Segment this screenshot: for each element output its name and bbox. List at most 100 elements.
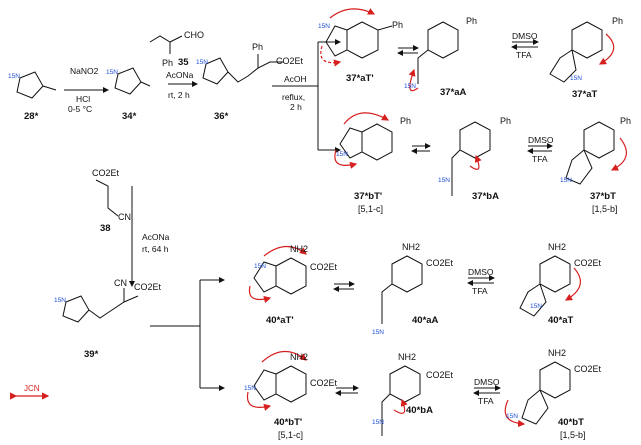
group-ph-36: Ph [252, 42, 264, 52]
label-40bA: 40*bA [406, 405, 433, 416]
isotope-marker-40bT: 15N [506, 413, 518, 420]
label-28: 28* [24, 111, 39, 122]
condition-coupling-2: rt, 2 h [168, 90, 190, 100]
label-37aT-prime: 37*aT' [346, 73, 374, 84]
coupling-arc-37bT [610, 137, 627, 171]
equil-solvent-37a-fwd: DMSO [512, 31, 538, 41]
condition-cyclization-1: AcOH [284, 74, 307, 84]
condition-coupling38-1: AcONa [142, 232, 170, 242]
coupling-arc-37aT-prime [329, 8, 376, 19]
condition-coupling38-2: rt, 64 h [142, 244, 169, 254]
structure-37aT [549, 21, 603, 83]
isotope-marker-40bA: 15N [372, 419, 384, 426]
group-nh2-40bA: NH2 [398, 352, 417, 362]
condition-cyclization-2: reflux, [282, 92, 306, 102]
group-ph-37aT: Ph [612, 16, 624, 26]
group-co2et-40aT-prime: CO2Et [310, 262, 338, 272]
label-40bT-prime: 40*bT' [274, 417, 303, 428]
structure-28 [16, 71, 57, 99]
condition-coupling-1: AcONa [166, 70, 194, 80]
isotope-marker-37aT-prime: 15N [318, 23, 330, 30]
isomer-label-40-51c: [5,1-c] [278, 430, 304, 440]
coupling-arc-37aA [408, 68, 419, 92]
isomer-label-37-51c: [5,1-c] [358, 204, 384, 214]
label-39: 39* [84, 349, 99, 360]
isotope-marker-40aT: 15N [530, 303, 542, 310]
label-37aA: 37*aA [440, 87, 467, 98]
condition-cyclization-3: 2 h [290, 102, 302, 112]
group-nh2-40bT-prime: NH2 [290, 352, 309, 362]
coupling-arc-37aT-prime-2 [320, 45, 342, 67]
coupling-arc-40aT-prime-2 [248, 285, 272, 303]
coupling-arc-40aT [564, 267, 581, 301]
equil-solvent-37b-back: TFA [532, 154, 548, 164]
label-37aT: 37*aT [572, 89, 598, 100]
group-nh2-40aA: NH2 [402, 242, 421, 252]
group-co2et-40aT: CO2Et [574, 258, 602, 268]
label-35: 35 [178, 57, 189, 68]
group-co2et-40aA: CO2Et [426, 258, 454, 268]
label-40aA: 40*aA [412, 315, 439, 326]
coupling-arc-40bT-prime [261, 350, 307, 363]
structure-40bT-prime [253, 365, 307, 403]
coupling-arc-40bT [504, 399, 526, 428]
condition-nitrosation-2: HCl [76, 94, 91, 104]
label-40bT: 40*bT [558, 417, 584, 428]
structure-40aA [381, 255, 423, 324]
legend-jcn-label: JCN [24, 384, 40, 393]
group-co2et-39: CO2Et [134, 282, 162, 292]
isotope-marker-34: 15N [106, 69, 118, 76]
coupling-arc-40bT-prime-2 [246, 391, 272, 411]
condition-nitrosation-1: NaNO2 [70, 66, 99, 76]
group-nh2-40aT-prime: NH2 [290, 244, 309, 254]
isotope-marker-37bA: 15N [438, 177, 450, 184]
isotope-marker-37aA: 15N [404, 83, 416, 90]
group-ph-37aT-prime: Ph [392, 20, 404, 30]
label-37bT: 37*bT [590, 191, 616, 202]
isomer-label-40-15b: [1,5-b] [560, 430, 586, 440]
group-ph-37bT-prime: Ph [400, 116, 412, 126]
group-co2et-38: CO2Et [92, 168, 120, 178]
group-ph-35: Ph [162, 58, 174, 68]
isotope-marker-40bT-prime: 15N [244, 385, 256, 392]
isotope-marker-37bT-prime: 15N [336, 151, 348, 158]
equil-solvent-40a-fwd: DMSO [468, 267, 494, 277]
group-cn-38: CN [118, 212, 131, 222]
isotope-marker-40aT-prime: 15N [254, 263, 266, 270]
structure-37aT-prime [325, 21, 393, 59]
group-nh2-40bT: NH2 [548, 348, 567, 358]
label-40aT: 40*aT [548, 315, 574, 326]
structure-39 [62, 288, 139, 323]
label-34: 34* [122, 111, 137, 122]
label-40aT-prime: 40*aT' [266, 315, 294, 326]
label-36: 36* [214, 111, 229, 122]
group-cho-35: CHO [184, 30, 204, 40]
isotope-marker-28: 15N [8, 73, 20, 80]
label-37bT-prime: 37*bT' [354, 191, 383, 202]
equil-solvent-37b-fwd: DMSO [528, 135, 554, 145]
label-37bA: 37*bA [472, 191, 499, 202]
structure-36 [202, 54, 284, 85]
equil-solvent-37a-back: TFA [516, 50, 532, 60]
structure-37bT [565, 121, 615, 185]
structure-37aA [417, 21, 459, 84]
coupling-arc-40bA [393, 398, 408, 414]
group-ph-37bA: Ph [500, 116, 512, 126]
isotope-marker-37aT: 15N [570, 75, 582, 82]
isotope-marker-40aA: 15N [372, 329, 384, 336]
condition-nitrosation-3: 0-5 °C [68, 104, 93, 114]
structure-40bT [521, 361, 571, 425]
label-38: 38 [100, 223, 111, 234]
coupling-arc-37bT-prime-2 [334, 149, 358, 169]
isotope-marker-36: 15N [196, 59, 208, 66]
group-cn-39: CN [114, 278, 127, 288]
equil-solvent-40a-back: TFA [472, 286, 488, 296]
equil-solvent-40b-back: TFA [478, 396, 494, 406]
structure-35 [149, 35, 183, 54]
coupling-arc-37bA [469, 154, 482, 170]
equil-solvent-40b-fwd: DMSO [474, 377, 500, 387]
group-co2et-40bT: CO2Et [574, 364, 602, 374]
group-ph-37bT: Ph [620, 116, 632, 126]
coupling-arc-40aT-prime [263, 245, 307, 257]
